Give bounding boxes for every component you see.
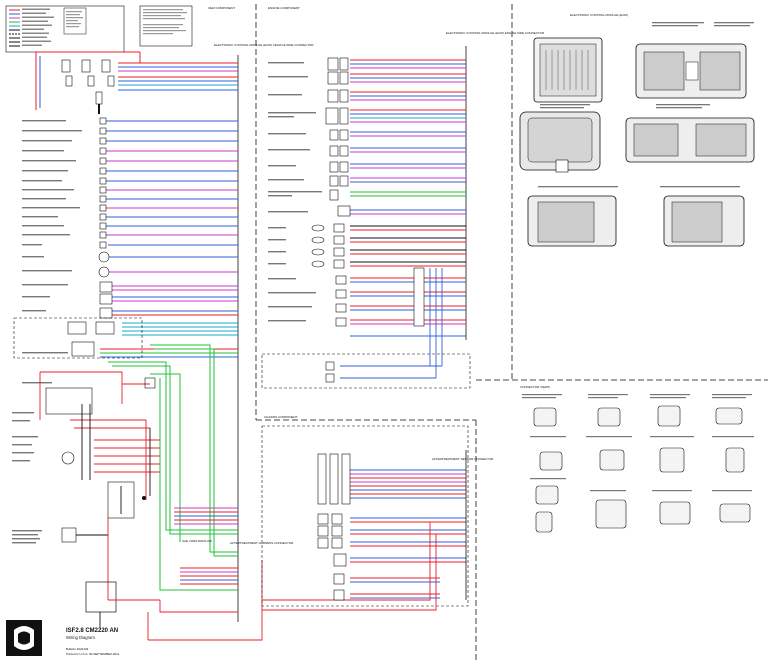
diagram-title: ISF2.8 CM2220 AN: [66, 628, 118, 634]
datalink-wires: [108, 344, 238, 591]
engine-sensor-labels: [268, 62, 322, 322]
aftertreatment-connector-views: [527, 195, 745, 247]
ecm-connector-bottom-right: [625, 117, 755, 163]
top-sensor-connectors: [61, 59, 115, 114]
notes-box: [139, 5, 193, 47]
aftertreatment-sensor-label: AFTERTREATMENT SENSOR CONNECTOR: [432, 457, 494, 461]
left-power-bus: [35, 51, 141, 110]
oem-indicator-box: [13, 317, 143, 359]
chassis-component-label: CHASSIS COMPONENT: [264, 415, 298, 419]
oem-component-label: OEM COMPONENT: [208, 6, 235, 10]
ecm-views-label: ELECTRONIC CONTROL MODULE (ECM): [570, 13, 628, 17]
datalink-label: SAE J1939 DATALINK: [182, 539, 212, 543]
left-circuit-wires: [100, 62, 238, 358]
aftertreatment-box: [261, 425, 469, 607]
aftertreatment-connectors: [317, 453, 351, 601]
engine-sensors: [311, 57, 351, 327]
lower-left-circuit: [39, 371, 263, 641]
engine-component-label: ENGINE COMPONENT: [268, 6, 300, 10]
engine-junction: [340, 267, 443, 379]
ecm-engine-side-label: ELECTRONIC CONTROL MODULE (ECM) ENGINE S…: [446, 31, 545, 35]
print-date: Printed in U.S.A. 09-SEPTEMBER-2011: [66, 652, 120, 656]
aftertreatment-left-wires: [174, 507, 238, 585]
connector-views-grid: [533, 405, 751, 533]
left-circuit-labels: [22, 120, 82, 384]
switch-blocks: [98, 117, 113, 319]
ecm-connector-top-right: [635, 43, 747, 99]
diagram-subtitle: Wiring Diagram: [66, 635, 95, 640]
connector-views-label: CONNECTOR VIEWS: [520, 385, 550, 389]
engine-sensor-wires: [350, 59, 466, 337]
title-block: ISF2.8 CM2220 AN Wiring Diagram Bulletin…: [6, 620, 120, 656]
ecm-vehicle-side-label: ELECTRONIC CONTROL MODULE (ECM) VEHICLE …: [214, 43, 314, 47]
cummins-logo: [6, 620, 42, 656]
ecm-module-bottom-left: [519, 111, 601, 173]
connector-view-labels: [522, 394, 754, 492]
bulletin-number: Bulletin 4022133: [66, 647, 89, 651]
sensor-harness-box: [261, 353, 471, 389]
indicator-connectors: [67, 321, 115, 357]
right-view-labels: [538, 22, 754, 188]
ecm-module-top-left: [533, 37, 603, 103]
legend: [5, 5, 125, 53]
lower-left-labels: [12, 412, 42, 544]
harness-sensors: [325, 361, 335, 383]
ecm-vehicle-header: ELECTRONIC CONTROL MODULE (ECM) VEHICLE …: [214, 43, 314, 47]
aftertreatment-wires: [262, 469, 466, 611]
